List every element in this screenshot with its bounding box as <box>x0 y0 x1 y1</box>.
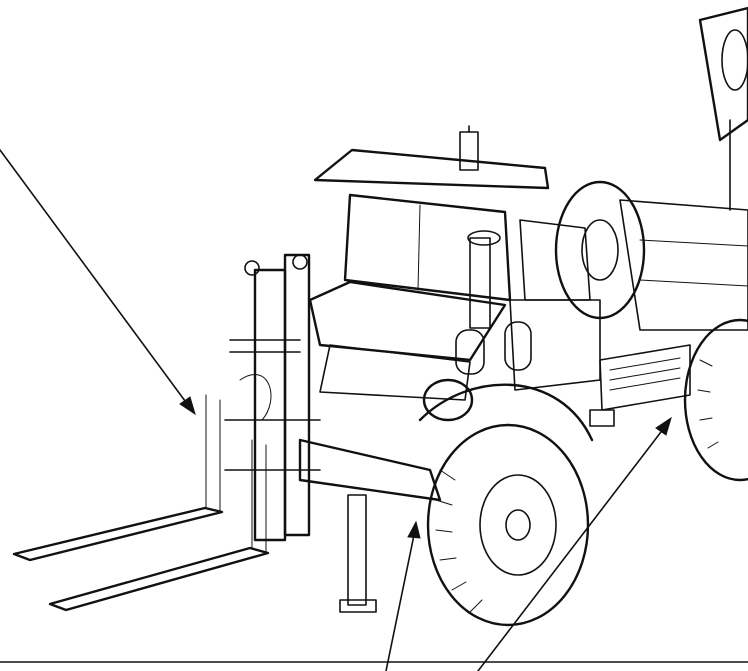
side-tank <box>589 344 691 427</box>
leader-arrow-side <box>477 416 672 671</box>
fork-tines <box>12 394 270 612</box>
leader-arrow-bumper <box>385 520 421 671</box>
rear-body <box>619 6 748 331</box>
leader-arrow-forklift <box>0 149 196 416</box>
forklift-mast <box>224 253 321 542</box>
cab-body <box>298 125 601 502</box>
front-wheel <box>418 383 594 627</box>
rear-wheel <box>683 318 748 482</box>
spare-tire <box>554 180 646 320</box>
stabilizer-leg <box>339 494 377 613</box>
